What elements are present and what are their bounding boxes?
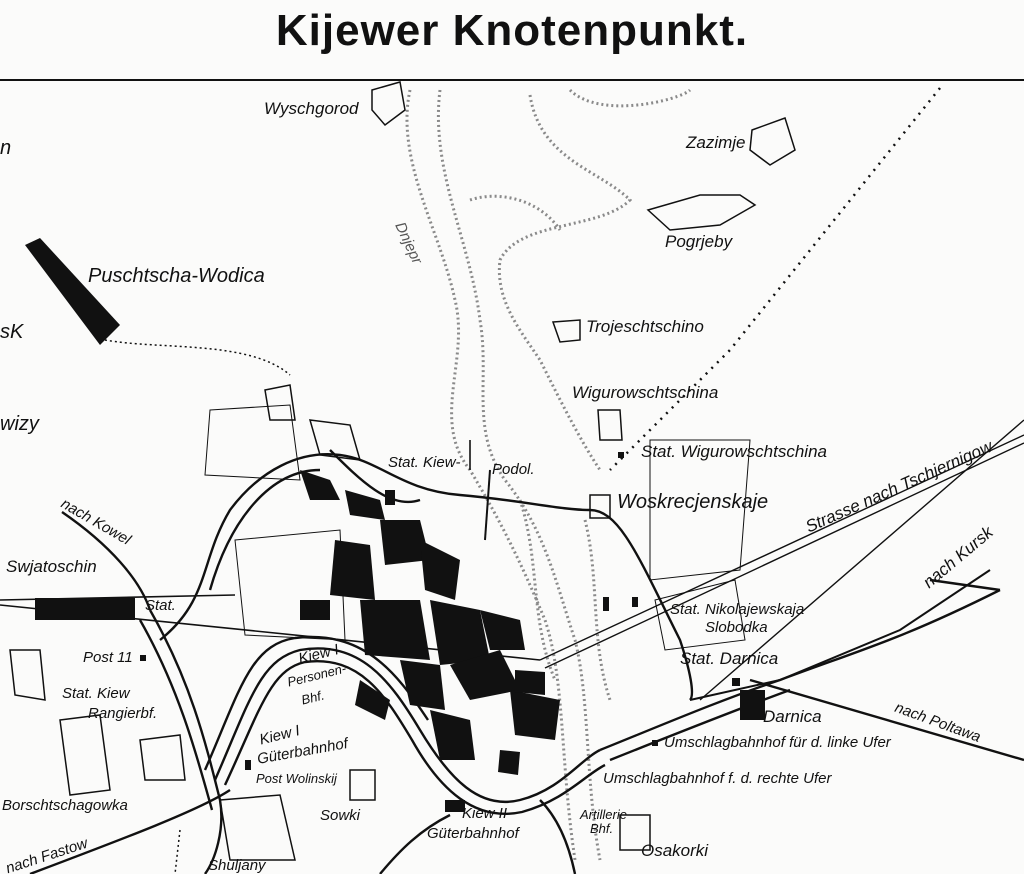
rail-nach-fastow — [29, 789, 231, 874]
label-wyschgorod: Wyschgorod — [264, 99, 359, 118]
label-borschtschagowka: Borschtschagowka — [2, 797, 128, 814]
label-darnica: Darnica — [763, 707, 822, 726]
label-stat-kiew: Stat. Kiew- — [388, 454, 461, 471]
label-artillerie-bhf: Bhf. — [590, 821, 614, 836]
map-title: Kijewer Knotenpunkt. — [275, 6, 749, 55]
label-stat-nikolajewskaja: Stat. Nikolajewskaja — [670, 601, 805, 618]
label-rangierbf: Rangierbf. — [88, 705, 158, 722]
rail-nach-kowel — [61, 511, 152, 611]
swjatoschin-blocks — [35, 598, 135, 620]
label-slobodka: Slobodka — [705, 619, 768, 636]
dotted-path-south — [174, 829, 181, 874]
label-edge-n: n — [0, 137, 12, 159]
label-umschlag-links: Umschlagbahnhof für d. linke Ufer — [664, 734, 891, 751]
station-markers — [140, 452, 740, 770]
label-artillerie: Artillerie — [580, 807, 627, 822]
label-trojeschtschino: Trojeschtschino — [586, 317, 704, 336]
label-kiew-2-gueter: Güterbahnhof — [427, 825, 519, 842]
city-blocks — [300, 470, 765, 812]
label-woskrecjenskaje: Woskrecjenskaje — [617, 491, 769, 513]
label-edge-wizy: wizy — [0, 413, 39, 435]
label-podol: Podol. — [492, 461, 535, 478]
dotted-railway-ne — [609, 87, 941, 471]
label-kiew-2: Kiew II — [462, 805, 508, 822]
villages — [9, 81, 796, 861]
dotted-path-puschtscha — [104, 339, 291, 376]
boundaries — [204, 404, 751, 651]
label-post-wolinskij: Post Wolinskij — [256, 771, 337, 786]
label-stat-swjatoschin: Stat. — [145, 597, 176, 614]
label-umschlag-rechts: Umschlagbahnhof f. d. rechte Ufer — [603, 770, 832, 787]
label-edge-sk: sK — [0, 321, 24, 343]
label-stat-wigurowschtschina: Stat. Wigurowschtschina — [641, 442, 827, 461]
puschtscha-blocks — [25, 238, 120, 345]
river-label: Dnjepr — [391, 220, 426, 268]
label-swjatoschin: Swjatoschin — [6, 557, 97, 576]
label-osakorki: Osakorki — [641, 841, 709, 860]
label-shuljany: Shuljany — [208, 857, 266, 874]
label-sowki: Sowki — [320, 807, 361, 824]
label-wigurowschtschina: Wigurowschtschina — [572, 383, 719, 402]
label-stat-darnica: Stat. Darnica — [680, 649, 779, 668]
label-pogrjeby: Pogrjeby — [665, 232, 733, 251]
label-puschtscha-wodica: Puschtscha-Wodica — [88, 265, 265, 287]
label-stat-kiew-rangier: Stat. Kiew — [62, 685, 130, 702]
label-zazimje: Zazimje — [686, 133, 746, 152]
label-post-11: Post 11 — [83, 649, 133, 666]
